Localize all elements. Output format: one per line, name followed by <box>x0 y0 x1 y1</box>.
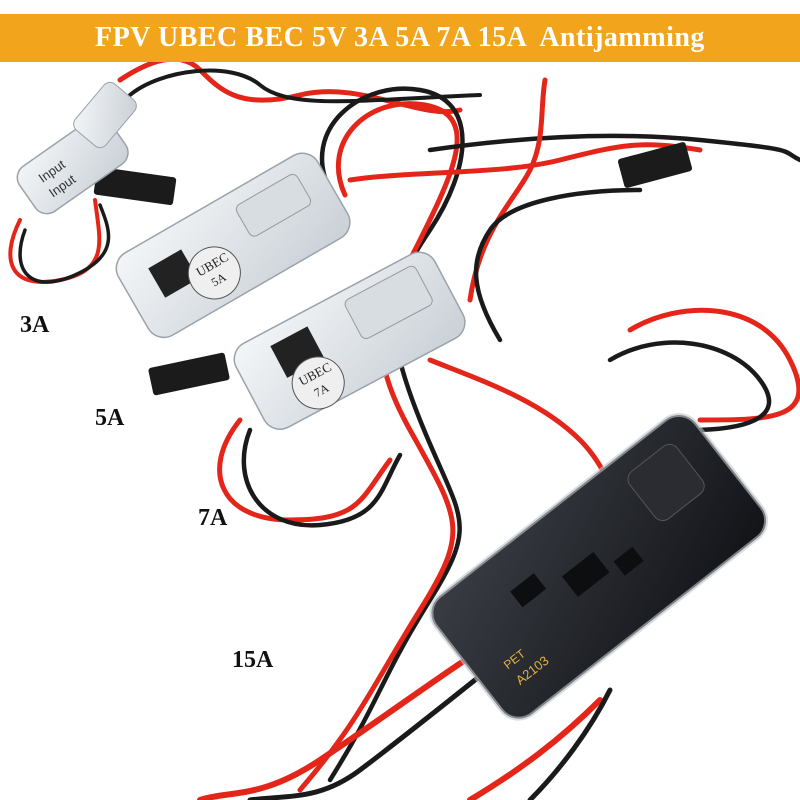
wire-black-15a-right <box>527 687 613 800</box>
label-5a: 5A <box>95 405 125 431</box>
wire-black-3a-loop <box>18 203 111 284</box>
connector-top-right <box>617 142 693 188</box>
module-5a: UBEC 5A <box>115 152 351 339</box>
product-photo: Input Input UBEC 5A UBEC 7A A2103 PET <box>8 62 800 800</box>
connector-5a <box>148 352 230 396</box>
wire-red-7a <box>217 417 393 523</box>
label-15a: 15A <box>232 647 274 673</box>
module-15a: A2103 PET <box>429 413 769 721</box>
wire-red-15a-top <box>627 307 800 423</box>
wire-black-long-1 <box>427 133 800 163</box>
wire-red-15a-right <box>467 697 603 800</box>
module-7a: UBEC 7A <box>233 251 466 430</box>
label-3a: 3A <box>20 312 50 338</box>
connector-3a <box>93 166 177 206</box>
wire-black-15a-bottom <box>247 657 503 800</box>
banner-title: FPV UBEC BEC 5V 3A 5A 7A 15A Antijamming <box>95 22 705 53</box>
wire-red-15a-bottom <box>197 647 483 800</box>
label-7a: 7A <box>198 505 228 531</box>
wire-red-long-1 <box>347 142 703 183</box>
servo-connectors <box>93 142 693 396</box>
module-5a-sub: 5A <box>209 270 229 290</box>
wire-black-3a-top <box>128 68 482 104</box>
module-7a-sub: 7A <box>312 381 332 400</box>
wire-black-15a-top <box>607 340 772 433</box>
wire-black-7a <box>241 427 403 528</box>
wire-black-right-1 <box>473 187 643 343</box>
module-3a-chip <box>73 81 137 149</box>
wire-red-right-1 <box>467 77 548 303</box>
title-banner: FPV UBEC BEC 5V 3A 5A 7A 15A Antijamming <box>0 14 800 62</box>
